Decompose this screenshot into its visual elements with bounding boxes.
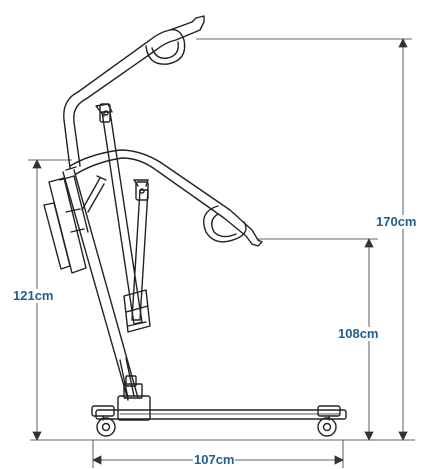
- boom-raised: [63, 15, 205, 169]
- actuator-raised: [95, 103, 143, 325]
- mast: [62, 166, 139, 401]
- dimension-121-arrow-top: [32, 159, 42, 169]
- dimension-108-arrow-bottom: [364, 431, 374, 441]
- battery-box: [43, 175, 89, 274]
- dimension-170-arrow-bottom: [398, 431, 408, 441]
- dimension-107-arrow-left: [92, 455, 102, 465]
- dimension-label-108: 108cm: [337, 326, 380, 341]
- dimension-label-107: 107cm: [193, 452, 236, 467]
- boom-raised-hook: [145, 29, 186, 65]
- push-handle: [81, 175, 107, 213]
- boom-lowered: [69, 149, 263, 247]
- front-caster: [91, 405, 116, 437]
- dimension-label-170: 170cm: [375, 214, 418, 229]
- mast-strut: [119, 357, 135, 399]
- actuator-housing: [123, 289, 151, 333]
- dimension-label-121: 121cm: [12, 288, 55, 303]
- dimension-121-arrow-bottom: [32, 431, 42, 441]
- lift-drawing: [43, 15, 347, 437]
- rear-caster: [317, 405, 341, 437]
- dimension-107-arrow-right: [334, 455, 344, 465]
- actuator-lowered: [131, 179, 149, 321]
- boom-lowered-hook: [203, 205, 247, 243]
- dimension-170-arrow-top: [398, 38, 408, 48]
- base-frame: [95, 375, 347, 421]
- dimension-108-arrow-top: [364, 238, 374, 248]
